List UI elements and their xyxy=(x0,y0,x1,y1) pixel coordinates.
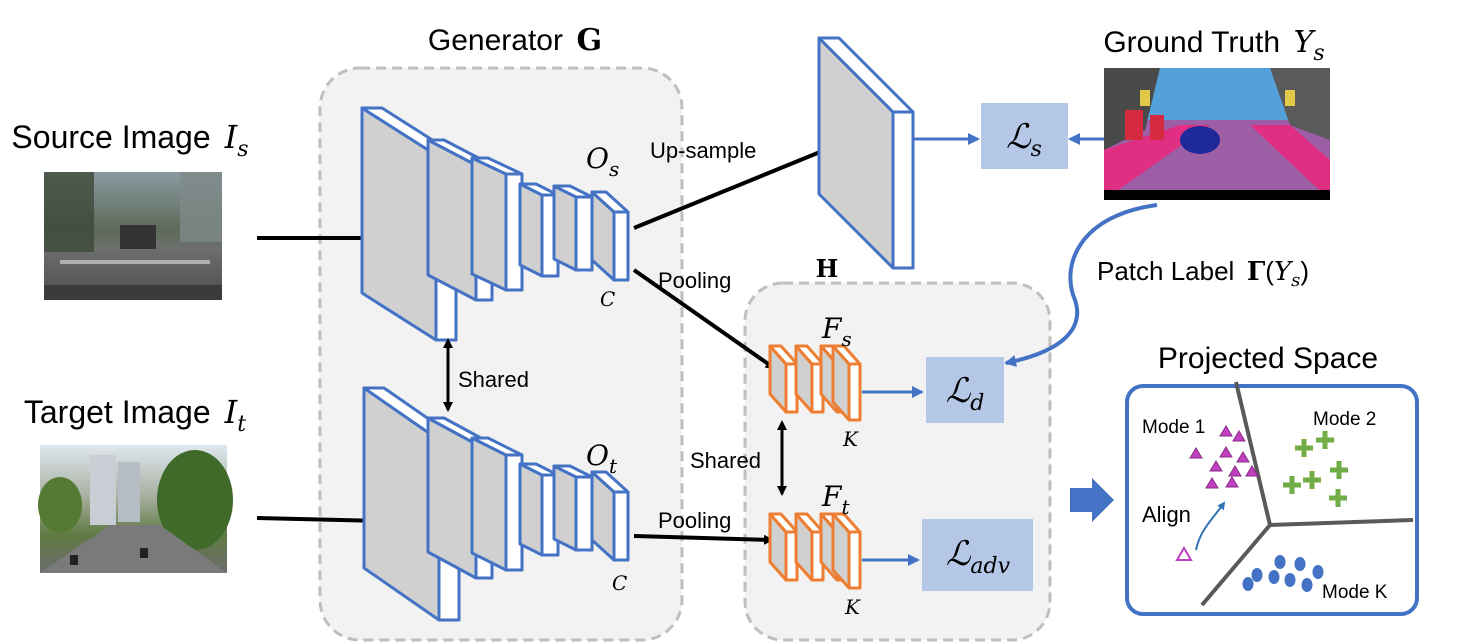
target-to-generator-arrow xyxy=(256,515,385,526)
projected-space-divider-right xyxy=(1269,518,1414,527)
loss-d-box xyxy=(926,357,1004,423)
shared-generator-label: Shared xyxy=(458,367,529,392)
patch-label-text: Patch Label Γ(Ys) xyxy=(1097,256,1309,291)
mode2-label: Mode 2 xyxy=(1313,409,1376,430)
generator-bottom-layers xyxy=(362,386,630,622)
upsample-arrow xyxy=(633,141,844,230)
mode2-crosses xyxy=(1283,431,1348,507)
k-bottom-label: K xyxy=(844,595,861,619)
upsample-label: Up-sample xyxy=(650,138,756,163)
ot-label: Ot xyxy=(586,439,618,478)
fs-layers xyxy=(768,344,862,422)
loss-s-label: ℒs xyxy=(1006,117,1042,162)
pooling-top-label: Pooling xyxy=(658,268,731,293)
ground-truth-image xyxy=(1104,68,1330,200)
pooling-bottom-label: Pooling xyxy=(658,508,731,533)
h-title: H xyxy=(816,254,839,283)
upsampled-output-layer xyxy=(817,36,915,270)
pooling-bottom-arrow xyxy=(633,534,774,545)
ft-layers xyxy=(768,512,862,590)
fs-label: Fs xyxy=(821,312,852,351)
os-label: Os xyxy=(586,142,619,181)
align-curve-arrow xyxy=(1195,501,1226,551)
c-bottom-label: C xyxy=(612,571,627,595)
source-image-label: Source Image Is xyxy=(11,118,248,162)
c-top-label: C xyxy=(600,287,615,311)
projected-space-box xyxy=(1125,384,1419,616)
mode1-triangles xyxy=(1189,425,1259,489)
projected-space-title: Projected Space xyxy=(1158,342,1378,375)
generator-title: Generator G xyxy=(428,23,602,58)
loss-adv-box xyxy=(922,519,1033,591)
target-image xyxy=(38,445,233,573)
shared-h-label: Shared xyxy=(690,448,761,473)
ground-truth-label: Ground Truth Ys xyxy=(1103,25,1324,66)
generator-top-layers xyxy=(360,106,630,342)
target-image-label: Target Image It xyxy=(24,393,246,437)
mode1-outlier-triangle xyxy=(1175,546,1193,561)
loss-adv-label: ℒadv xyxy=(946,534,1011,579)
modek-label: Mode K xyxy=(1322,582,1388,603)
loss-s-box xyxy=(981,103,1068,169)
to-projected-space-arrow xyxy=(1070,478,1114,522)
align-label: Align xyxy=(1142,502,1191,527)
k-top-label: K xyxy=(842,427,859,451)
source-image xyxy=(44,172,222,300)
modek-circles xyxy=(1242,555,1324,592)
patch-label-curve xyxy=(1004,203,1158,367)
mode1-label: Mode 1 xyxy=(1142,417,1205,438)
ft-label: Ft xyxy=(821,480,850,519)
pooling-top-arrow xyxy=(632,268,776,370)
loss-d-label: ℒd xyxy=(946,371,985,416)
